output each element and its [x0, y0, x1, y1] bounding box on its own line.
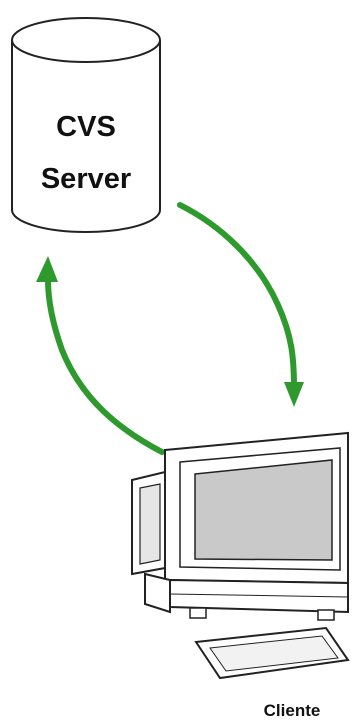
server-node: CVS Server	[11, 17, 161, 233]
database-cylinder-icon	[11, 17, 161, 233]
client-to-server-arrowhead	[36, 256, 58, 282]
desktop-computer-icon	[131, 431, 350, 680]
client-node: Cliente	[131, 431, 350, 720]
server-label-line1: CVS	[56, 111, 116, 143]
server-to-client-arrowhead	[284, 382, 304, 407]
server-to-client-arrow	[177, 202, 297, 391]
server-label-line2: Server	[41, 163, 131, 195]
client-label: Cliente	[264, 701, 321, 720]
client-to-server-arrow	[45, 277, 165, 455]
